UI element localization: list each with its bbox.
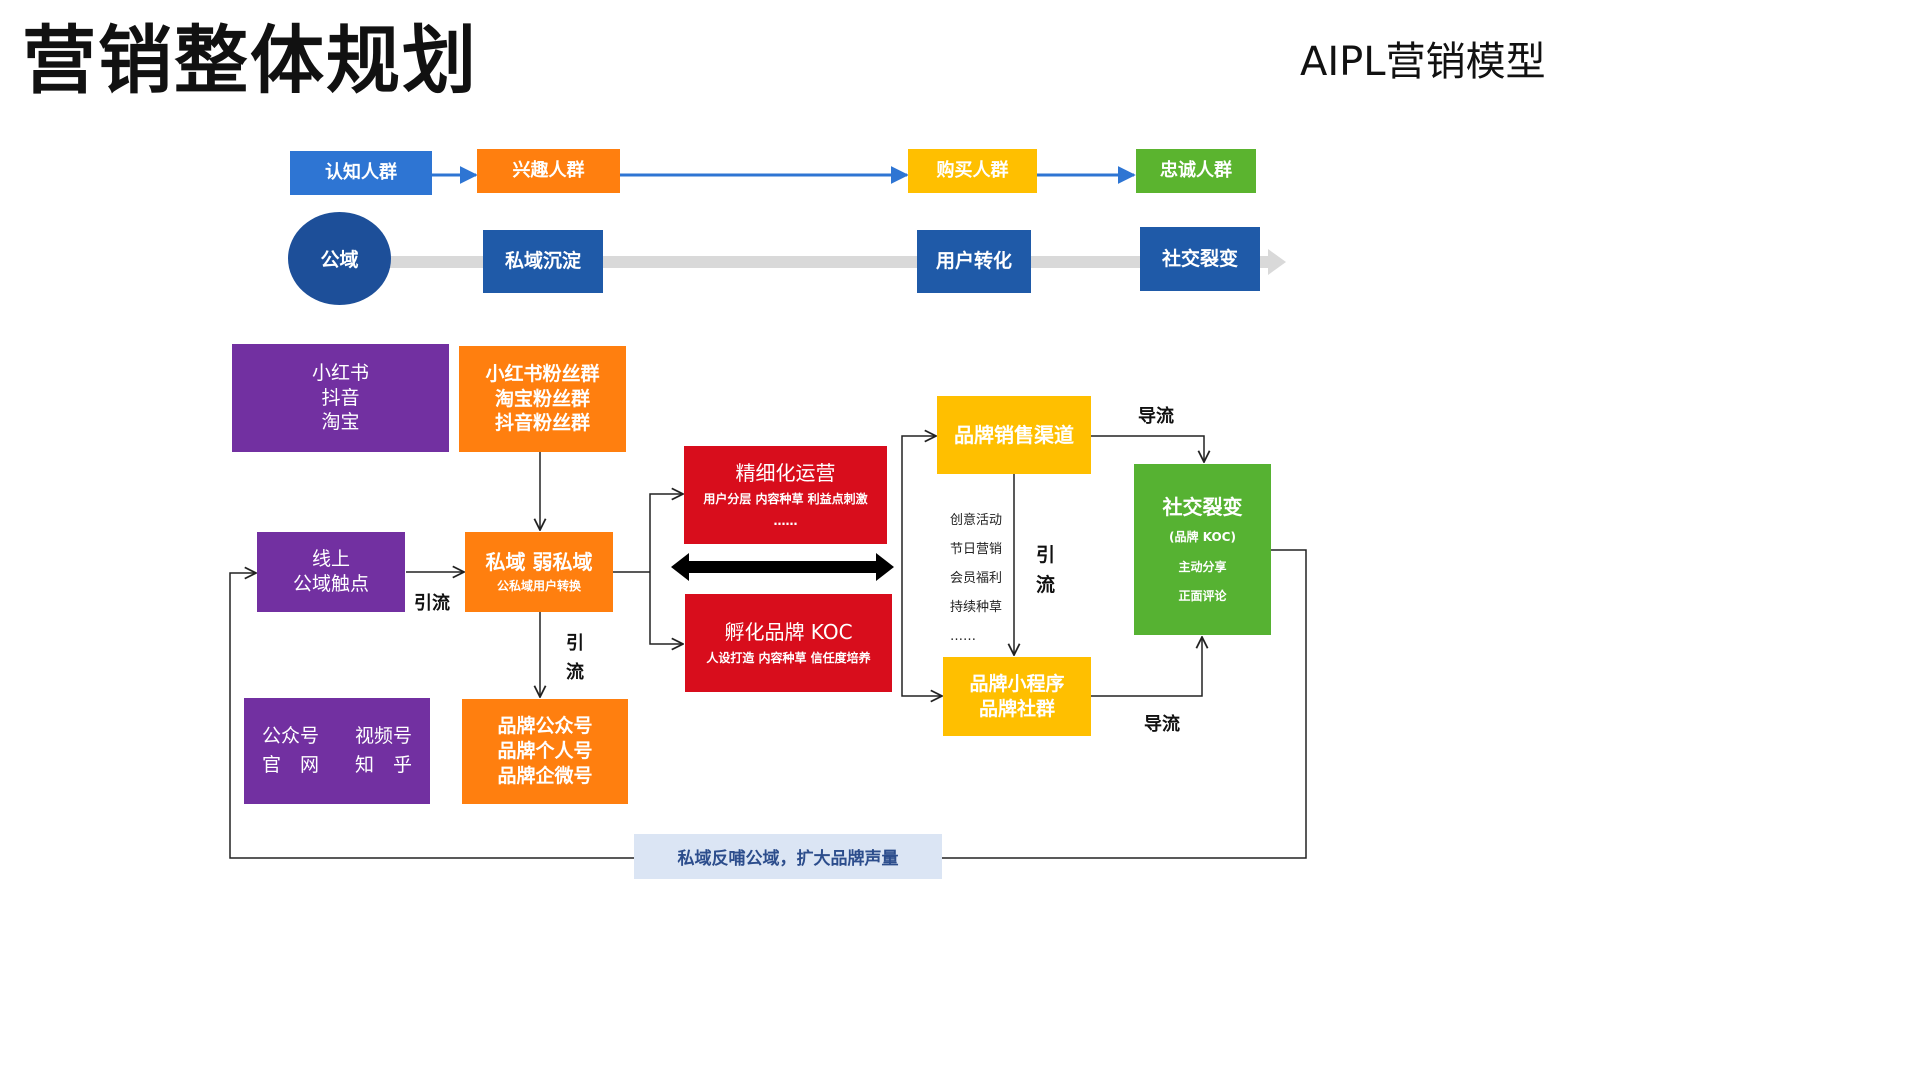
platform-taobao: 淘宝	[321, 411, 360, 434]
timeline-arrowhead	[1268, 249, 1286, 275]
stage-interest: 兴趣人群	[477, 149, 620, 193]
yinliu-vertical-label: 引 流	[566, 630, 584, 688]
fission-box: 社交裂变 (品牌 KOC) 主动分享 正面评论	[1134, 464, 1271, 635]
koc-incubation-box: 孵化品牌 KOC 人设打造 内容种草 信任度培养	[685, 594, 892, 692]
fission-share: 主动分享	[1178, 559, 1227, 574]
brand-official-account: 品牌公众号	[497, 715, 593, 738]
brand-wecom-account: 品牌企微号	[497, 764, 593, 787]
private-domain-box: 私域 弱私域 公私域用户转换	[465, 532, 613, 612]
social-fission-node: 社交裂变	[1140, 227, 1260, 291]
brand-personal-account: 品牌个人号	[497, 740, 593, 763]
activity-list: 创意活动 节日营销 会员福利 持续种草 ……	[950, 506, 1002, 651]
split-to-ops-arrow	[649, 494, 683, 572]
public-touchpoint-label: 公域触点	[292, 573, 369, 595]
activity-seeding: 持续种草	[950, 600, 1003, 615]
model-subtitle: AIPL营销模型	[1300, 39, 1546, 85]
fan-groups-box: 小红书粉丝群 淘宝粉丝群 抖音粉丝群	[459, 346, 626, 452]
platform-xiaohongshu: 小红书	[311, 361, 369, 384]
bracket-to-mini-arrow	[901, 568, 942, 696]
koc-sub: 人设打造 内容种草 信任度培养	[706, 651, 871, 666]
private-domain-title: 私域 弱私域	[485, 550, 593, 575]
fan-group-douyin: 抖音粉丝群	[494, 412, 590, 435]
channel-video-account: 视频号	[355, 725, 413, 748]
fan-group-xiaohongshu: 小红书粉丝群	[485, 362, 600, 385]
brand-accounts-box: 品牌公众号 品牌个人号 品牌企微号	[462, 699, 628, 804]
koc-title: 孵化品牌 KOC	[724, 620, 853, 645]
stage-loyalty: 忠诚人群	[1136, 149, 1256, 193]
split-to-koc-arrow	[649, 572, 683, 644]
fission-review: 正面评论	[1178, 589, 1227, 604]
fine-ops-sub: 用户分层 内容种草 利益点刺激	[703, 492, 868, 507]
mini-program-label: 品牌小程序	[969, 672, 1065, 695]
fission-title: 社交裂变	[1162, 495, 1243, 520]
online-label: 线上	[311, 548, 350, 571]
media-row-1: 公众号 视频号	[262, 724, 412, 749]
private-settle-node: 私域沉淀	[483, 230, 603, 293]
channel-official-site: 官 网	[261, 754, 319, 776]
online-touchpoints-box: 线上 公域触点	[257, 532, 405, 612]
mini-program-box: 品牌小程序 品牌社群	[943, 657, 1091, 736]
brand-sales-box: 品牌销售渠道	[937, 396, 1091, 474]
fine-ops-title: 精细化运营	[735, 461, 836, 486]
media-row-2: 官 网 知 乎	[262, 753, 412, 778]
daoliu-top-label: 导流	[1138, 406, 1174, 427]
conversion-node: 用户转化	[917, 230, 1031, 293]
channel-official-account: 公众号	[261, 725, 319, 748]
fine-ops-dots: ……	[773, 514, 798, 528]
feedback-box: 私域反哺公域，扩大品牌声量	[634, 834, 942, 879]
yinliu-vertical-char-2: 流	[566, 661, 584, 683]
mini-to-fission-arrow	[1090, 637, 1202, 697]
platforms-box: 小红书 抖音 淘宝	[232, 344, 449, 452]
platform-douyin: 抖音	[321, 386, 360, 409]
stage-purchase: 购买人群	[908, 149, 1037, 193]
yinliu-right-char-2: 流	[1036, 574, 1056, 597]
activity-member: 会员福利	[950, 571, 1003, 586]
activity-dots: ……	[950, 629, 976, 644]
brand-community-label: 品牌社群	[978, 697, 1055, 720]
fan-group-taobao: 淘宝粉丝群	[494, 387, 590, 410]
fission-koc: (品牌 KOC)	[1169, 530, 1236, 545]
fine-ops-box: 精细化运营 用户分层 内容种草 利益点刺激 ……	[684, 446, 887, 544]
stage-awareness: 认知人群	[290, 151, 432, 195]
sales-to-fission-arrow	[1090, 435, 1204, 462]
private-domain-sub: 公私域用户转换	[496, 579, 581, 594]
yinliu-left-label: 引流	[414, 593, 450, 614]
activity-festival: 节日营销	[950, 542, 1003, 557]
activity-creative: 创意活动	[950, 513, 1003, 528]
public-domain-node: 公域	[288, 212, 391, 305]
daoliu-bottom-label: 导流	[1144, 714, 1180, 735]
bracket-to-sales-arrow	[901, 436, 936, 568]
yinliu-right-label: 引 流	[1036, 540, 1055, 601]
page-title: 营销整体规划	[22, 18, 478, 104]
channel-zhihu: 知 乎	[355, 754, 413, 776]
yinliu-right-char-1: 引	[1036, 544, 1056, 566]
double-arrow	[671, 553, 894, 581]
media-channels-box: 公众号 视频号 官 网 知 乎	[244, 698, 430, 804]
yinliu-vertical-char-1: 引	[566, 633, 584, 654]
